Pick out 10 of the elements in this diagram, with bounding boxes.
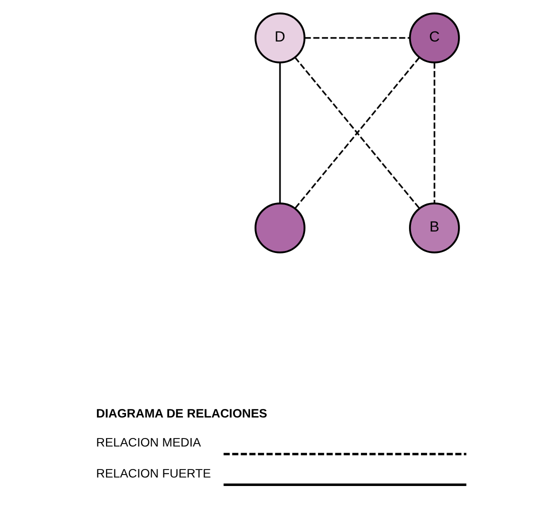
node-circle — [254, 202, 305, 254]
node-circle: C — [408, 12, 460, 64]
connector — [278, 62, 280, 204]
node-circle: B — [408, 202, 460, 254]
connector — [304, 37, 410, 39]
connector — [433, 62, 435, 204]
label: DIAGRAMA DE RELACIONES — [96, 406, 267, 420]
legend-label: RELACION FUERTE — [96, 466, 210, 480]
node-circle: D — [254, 12, 305, 64]
legend-label: RELACION MEDIA — [96, 436, 200, 450]
